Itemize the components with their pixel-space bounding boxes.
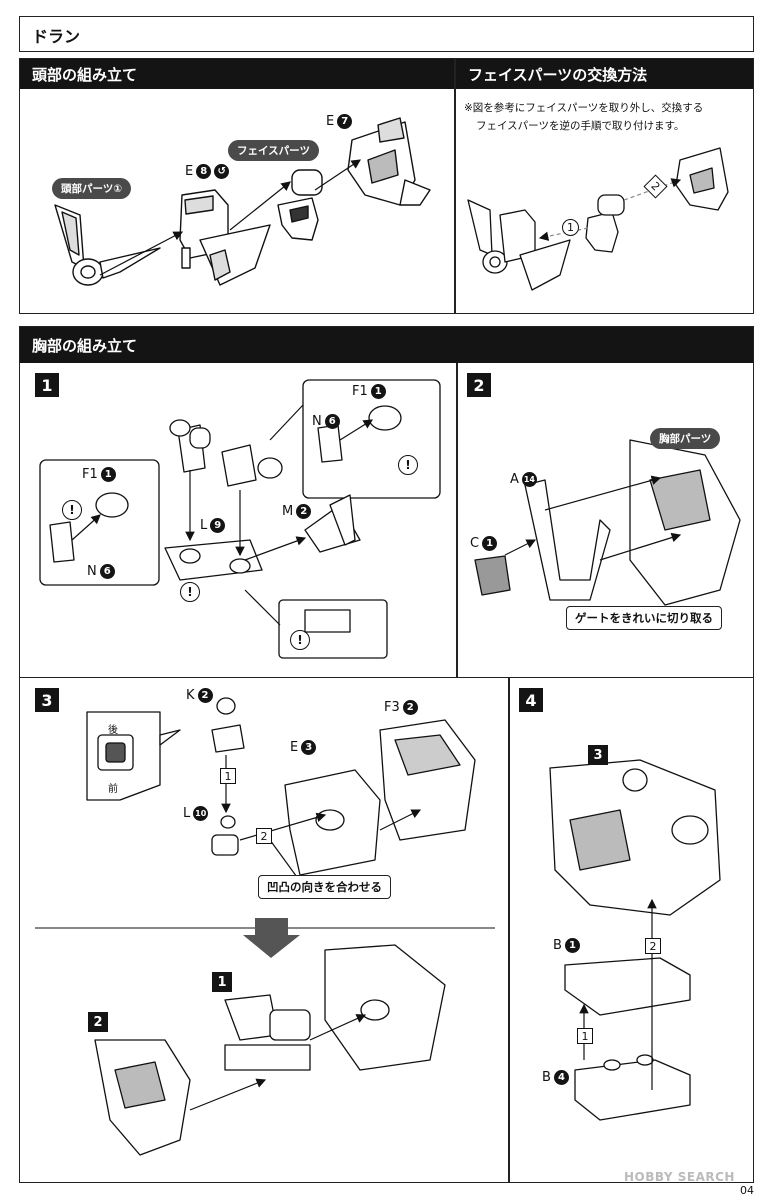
face-swap-title: フェイスパーツの交換方法: [456, 59, 753, 89]
part-label-f1-b: F1 1: [82, 467, 116, 482]
warning-icon: !: [180, 582, 200, 602]
page-number: 04: [740, 1184, 754, 1197]
watermark: HOBBY SEARCH: [624, 1170, 735, 1184]
part-label-b1: B 1: [553, 938, 580, 953]
step-1-number: 1: [35, 373, 59, 397]
sub-step-mark-2: 2: [645, 938, 661, 954]
part-label-l9: L 9: [200, 518, 226, 533]
warning-icon: !: [398, 455, 418, 475]
part-label-a14: A 14: [510, 472, 537, 487]
face-swap-note-2: フェイスパーツを逆の手順で取り付けます。: [476, 120, 685, 132]
head-assembly-title: 頭部の組み立て: [20, 59, 454, 89]
part-label-c1: C 1: [470, 536, 498, 551]
part-label-m2: M 2: [282, 504, 312, 519]
warning-icon: !: [62, 500, 82, 520]
step-3-number: 3: [35, 688, 59, 712]
step-4-number: 4: [519, 688, 543, 712]
part-label-e3: E 3: [290, 740, 317, 755]
face-swap-note-1: ※図を参考にフェイスパーツを取り外し、交換する: [464, 102, 704, 114]
sub-ref-1: 1: [212, 972, 232, 992]
inset-back-label: 後: [108, 725, 118, 736]
align-callout: 凹凸の向きを合わせる: [258, 875, 391, 899]
part-label-k2: K 2: [186, 688, 213, 703]
step-2-number: 2: [467, 373, 491, 397]
header-frame: [19, 16, 754, 52]
face-part-tag: フェイスパーツ: [228, 140, 319, 161]
part-label-f1-a: F1 1: [352, 384, 386, 399]
part-label-b4: B 4: [542, 1070, 569, 1085]
swap-mark-1: 1: [562, 219, 579, 236]
sub-step-mark-1: 1: [577, 1028, 593, 1044]
chest-assembly-title: 胸部の組み立て: [20, 327, 753, 363]
rotate-icon: ↺: [214, 164, 230, 179]
part-label-e7: E 7: [326, 114, 353, 129]
sub-ref-2: 2: [88, 1012, 108, 1032]
gate-cut-callout: ゲートをきれいに切り取る: [566, 606, 722, 630]
sub-step-mark-2: 2: [256, 828, 272, 844]
inset-front-label: 前: [108, 784, 118, 795]
step-divider-1-2: [456, 363, 458, 677]
chest-part-tag: 胸部パーツ: [650, 428, 721, 449]
part-label-l10: L 10: [183, 806, 209, 821]
head-part-tag: 頭部パーツ①: [52, 178, 132, 199]
part-label-e8: E 8 ↺: [185, 164, 230, 179]
sub-step-mark-1: 1: [220, 768, 236, 784]
page-title: ドラン: [32, 27, 81, 46]
part-label-n6-b: N 6: [87, 564, 115, 579]
part-label-n6-a: N 6: [312, 414, 340, 429]
sub-ref-3: 3: [588, 745, 608, 765]
part-label-f3-2: F3 2: [384, 700, 418, 715]
warning-icon: !: [290, 630, 310, 650]
